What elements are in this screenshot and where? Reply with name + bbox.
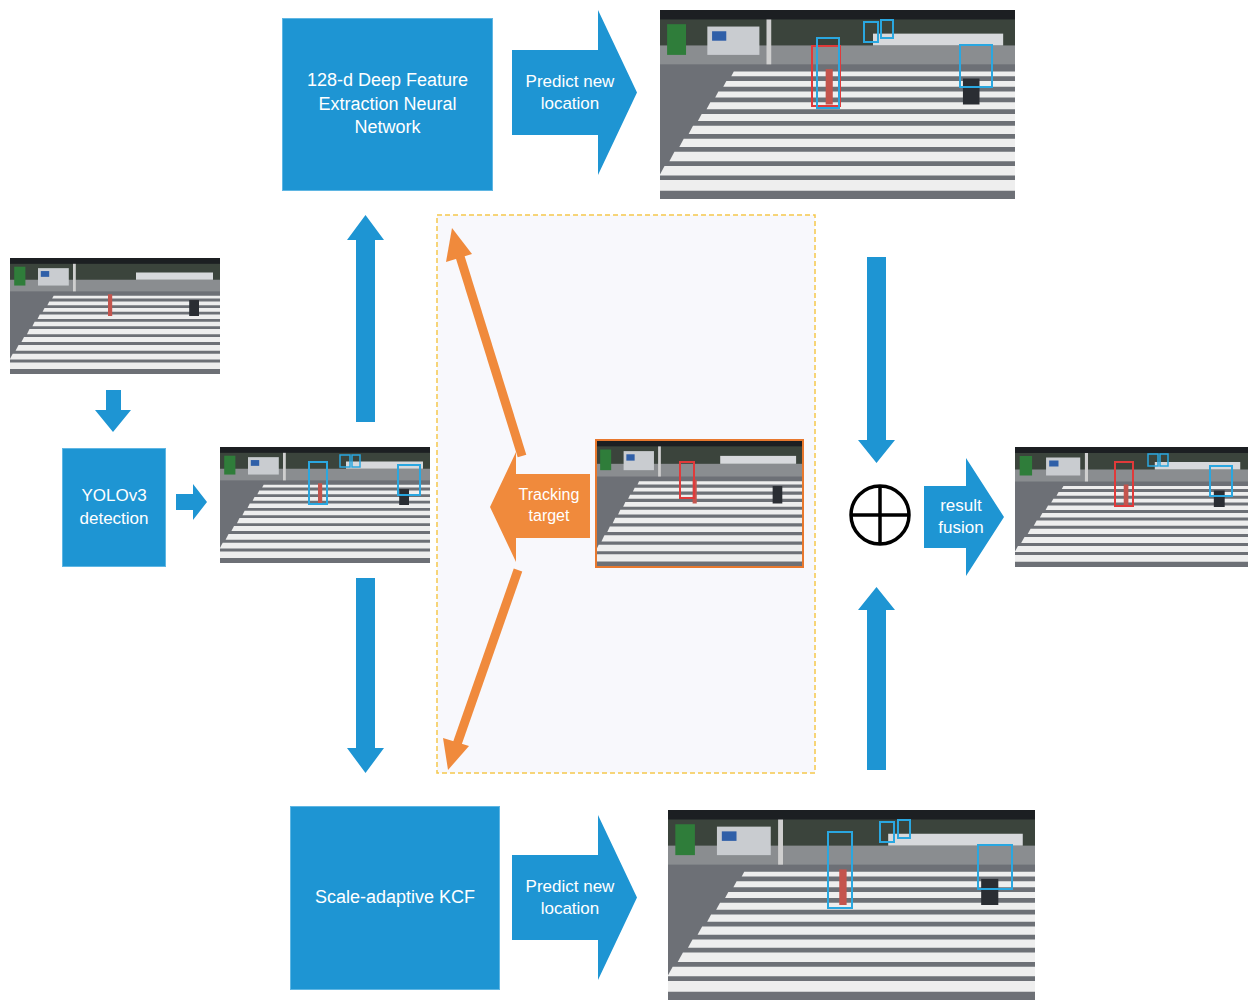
node-outline: [512, 10, 637, 175]
node-outline: [512, 815, 637, 980]
arrow-label: Predict new location: [512, 10, 637, 175]
text-area: YOLOv3 detection: [68, 456, 160, 559]
node-outline: [490, 452, 590, 562]
node-shape: [512, 815, 637, 980]
text-area: result fusion: [925, 488, 997, 546]
node-label: 128-d Deep Feature Extraction Neural Net…: [294, 69, 481, 139]
node-label: Predict new location: [515, 71, 625, 115]
node-shape: [924, 458, 1004, 576]
process-box: 128-d Deep Feature Extraction Neural Net…: [282, 18, 493, 191]
process-box: Scale-adaptive KCF: [290, 806, 500, 990]
arrow-label: Predict new location: [512, 815, 637, 980]
node-label: Tracking target: [510, 485, 588, 527]
node-outline: [283, 19, 493, 191]
node-outline: [63, 449, 166, 567]
arrow-label: result fusion: [924, 458, 1004, 576]
text-area: 128-d Deep Feature Extraction Neural Net…: [294, 28, 481, 181]
node-label: YOLOv3 detection: [68, 485, 160, 529]
node-label: result fusion: [925, 495, 997, 539]
text-area: Scale-adaptive KCF: [300, 816, 490, 980]
text-area: Tracking target: [510, 477, 588, 535]
text-area: Predict new location: [515, 54, 625, 132]
arrow-label: Tracking target: [490, 452, 590, 562]
process-box: YOLOv3 detection: [62, 448, 166, 567]
node-label: Scale-adaptive KCF: [315, 886, 475, 909]
node-outline: [291, 807, 500, 990]
node-shape: [62, 448, 166, 567]
node-label: Predict new location: [515, 876, 625, 920]
text-area: Predict new location: [515, 859, 625, 937]
node-outline: [924, 458, 1004, 576]
node-shape: [512, 10, 637, 175]
